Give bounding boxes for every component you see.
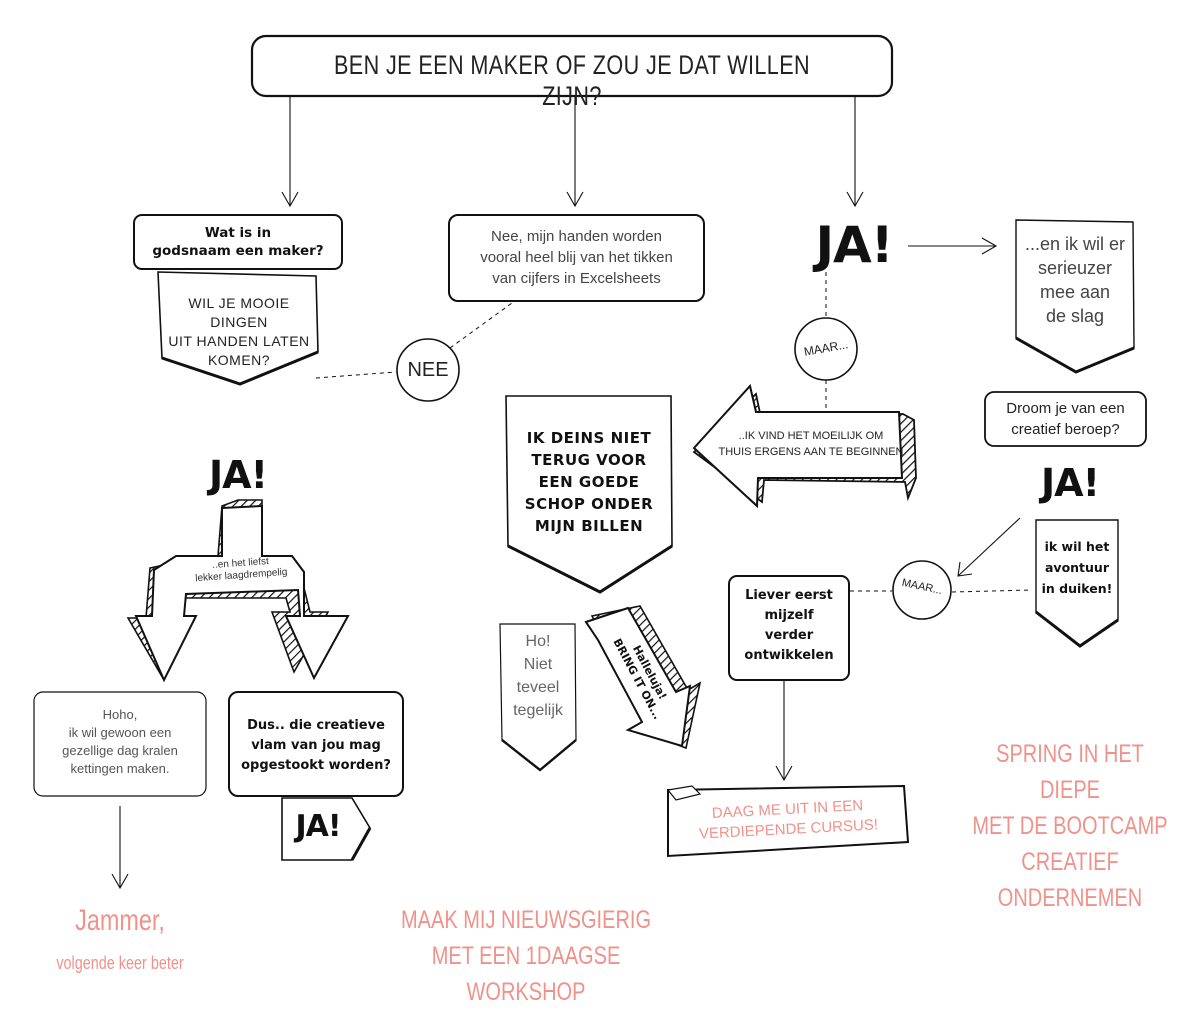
title-arrows	[281, 96, 864, 208]
moeilijk-arrow	[692, 383, 917, 509]
wat-is-box	[133, 214, 343, 270]
nee-circle	[396, 338, 460, 402]
nee-handen-box	[448, 214, 705, 302]
ja-right: JA!	[1041, 461, 1100, 505]
ja-left: JA!	[209, 453, 268, 497]
outcome-jammer-sub: volgende keer beter	[56, 953, 184, 973]
mooie-dingen-text: WIL JE MOOIE DINGEN UIT HANDEN LATEN KOM…	[168, 295, 310, 368]
moeilijk-text: ..IK VIND HET MOEILIJK OM THUIS ERGENS A…	[718, 430, 904, 458]
outcome-workshop: MAAK MIJ NIEUWSGIERIG MET EEN 1DAAGSE WO…	[400, 906, 652, 1006]
nee-label: NEE	[407, 359, 449, 381]
daag-plank	[667, 784, 910, 858]
wat-is-text: Wat is in godsnaam een maker?	[152, 225, 324, 259]
flowchart-title: BEN JE EEN MAKER OF ZOU JE DAT WILLEN ZI…	[333, 50, 811, 111]
liever-box	[728, 575, 850, 681]
serieuzer-text: ...en ik wil er serieuzer mee aan de sla…	[1024, 234, 1126, 326]
title-box	[250, 34, 894, 98]
deins-text: IK DEINS NIET TERUG VOOR EEN GOEDE SCHOP…	[524, 429, 654, 535]
hoho-box	[33, 691, 207, 797]
dus-text: Dus.. die creatieve vlam van jou mag opg…	[241, 718, 391, 773]
split-arrow	[126, 499, 350, 683]
halleluja-arrow	[584, 605, 702, 750]
droom-box	[984, 391, 1147, 447]
avontuur-text: ik wil het avontuur in duiken!	[1041, 539, 1113, 596]
ja-small: JA!	[295, 809, 341, 844]
dus-box	[228, 691, 404, 797]
outcome-jammer: Jammer,	[75, 904, 165, 937]
maar-circle-2	[892, 560, 952, 620]
droom-text: Droom je van een creatief beroep?	[1006, 400, 1125, 438]
nee-handen-text: Nee, mijn handen worden vooral heel blij…	[480, 228, 673, 287]
ho-niet-text: Ho! Niet teveel tegelijk	[513, 633, 563, 719]
ja-right-arrow	[908, 237, 998, 255]
hoho-text: Hoho, ik wil gewoon een gezellige dag kr…	[62, 707, 178, 776]
ja-top-right: JA!	[815, 216, 893, 274]
liever-text: Liever eerst mijzelf verder ontwikkelen	[744, 588, 834, 663]
outcome-bootcamp: SPRING IN HET DIEPE MET DE BOOTCAMP CREA…	[972, 740, 1168, 912]
